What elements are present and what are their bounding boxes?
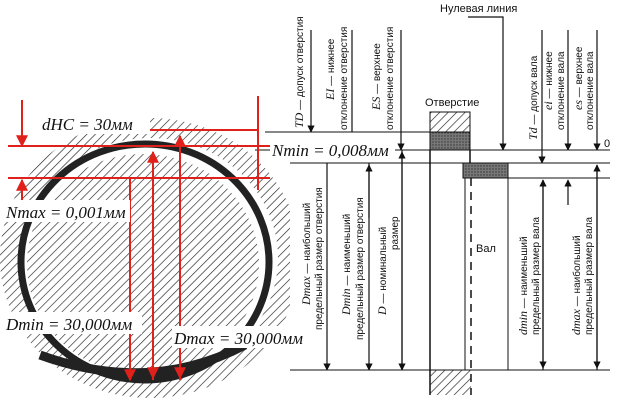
td-shaft-label: Td — допуск вала bbox=[526, 55, 540, 140]
hole-shaft-cross-section bbox=[0, 118, 290, 398]
es-shaft-label: es — верхнее bbox=[571, 46, 585, 110]
es-shaft-label-2: отклонение вала bbox=[585, 51, 596, 130]
dimension-arrows bbox=[307, 16, 601, 371]
dmin-shaft-label: dmin — наименьший bbox=[516, 236, 530, 335]
ei-shaft-label-2: отклонение вала bbox=[556, 51, 567, 130]
d-min-label: Dmin = 30,000мм bbox=[5, 315, 132, 334]
td-label: TD — допуск отверстия bbox=[292, 16, 306, 128]
ei-hole-label-2: отклонение отверстия bbox=[339, 27, 350, 130]
ei-hole-label: EI — нижнее bbox=[323, 38, 337, 101]
shaft-label: Вал bbox=[476, 243, 496, 255]
n-max-label: Nmax = 0,001мм bbox=[5, 203, 126, 222]
dmin-shaft-label-2: предельный размер вала bbox=[531, 217, 542, 335]
dmax-hole-label: Dmax — наибольший bbox=[299, 203, 313, 306]
dmax-shaft-label: dmax — наибольший bbox=[569, 235, 583, 335]
hole-label: Отверстие bbox=[425, 97, 479, 109]
dmin-hole-label: Dmin — наименьший bbox=[339, 214, 353, 316]
n-min-label: Nmin = 0,008мм bbox=[271, 141, 389, 160]
dmax-hole-label-2: предельный размер отверстия bbox=[314, 187, 325, 330]
bottom-vertical-labels: Dmax — наибольший предельный размер отве… bbox=[299, 187, 595, 340]
nominal-label: D — номинальный bbox=[375, 227, 389, 316]
zero-line-label: Нулевая линия bbox=[440, 3, 517, 15]
dmax-shaft-label-2: предельный размер вала bbox=[584, 217, 595, 335]
nominal-label-2: размер bbox=[390, 216, 401, 250]
top-vertical-labels: TD — допуск отверстия EI — нижнее отклон… bbox=[292, 16, 596, 140]
es-hole-label: ES — верхнее bbox=[369, 43, 383, 111]
zero-mark: 0 bbox=[604, 138, 610, 150]
tolerance-fields bbox=[429, 111, 509, 395]
es-hole-label-2: отклонение отверстия bbox=[385, 27, 396, 130]
d-hc-label: dHC = 30мм bbox=[42, 115, 133, 134]
dmin-hole-label-2: предельный размер отверстия bbox=[355, 197, 366, 340]
d-max-label: Dmax = 30,000мм bbox=[173, 329, 303, 348]
ei-shaft-label: ei — нижнее bbox=[541, 51, 555, 110]
